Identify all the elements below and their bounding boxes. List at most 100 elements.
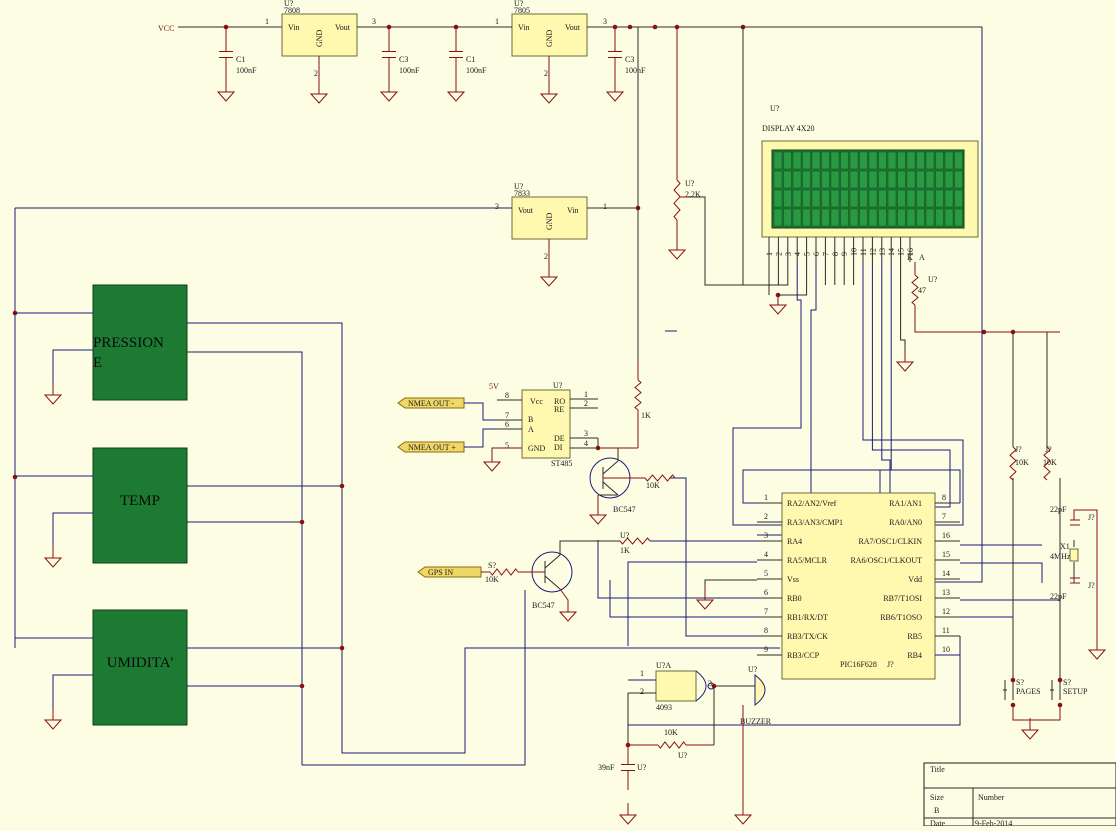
- pin-num: 6: [505, 420, 509, 429]
- resistor-1k: [634, 379, 642, 411]
- lcd-cell: [887, 151, 897, 170]
- ground-symbol: [895, 361, 915, 372]
- pic-pin-name: RA0/AN0: [889, 518, 922, 527]
- gate-ref: U?A: [656, 661, 671, 670]
- lcd-cell: [802, 151, 811, 170]
- vdd-wire: [935, 27, 983, 583]
- wire: [597, 540, 757, 599]
- sensor-bus: [187, 322, 780, 754]
- lcd-cell: [821, 208, 830, 227]
- lcd-cell: [906, 208, 916, 227]
- lcd-pin-number: 12: [868, 248, 877, 256]
- lcd-cell: [868, 189, 878, 208]
- res-ref: J?: [1015, 445, 1022, 454]
- xtal-cap-value: 22pF: [1050, 592, 1067, 601]
- res-value: 1K: [641, 411, 651, 420]
- res-ref: S?: [488, 561, 496, 570]
- pic-pin-number: 6: [764, 588, 768, 597]
- wire: [704, 579, 757, 590]
- pin-num: 2: [584, 399, 588, 408]
- reg-vin-label: Vin: [518, 23, 530, 32]
- st485-name: ST485: [551, 459, 572, 468]
- res-ref: U?: [678, 751, 688, 760]
- pic-pin-name: RA5/MCLR: [787, 556, 828, 565]
- wire: [464, 428, 497, 448]
- trimmer-value: 2.2K: [685, 190, 701, 199]
- lcd-wire: [680, 196, 789, 286]
- lcd-pin-number: 5: [803, 252, 812, 256]
- cap-ref: U?: [637, 763, 647, 772]
- ground-symbol: [733, 814, 753, 825]
- lcd-cell: [935, 208, 944, 227]
- buzzer-name: BUZZER: [740, 717, 772, 726]
- lcd-cell: [849, 189, 859, 208]
- sensor-label: E: [93, 355, 102, 371]
- reg-vout-label: Vout: [565, 23, 581, 32]
- reg-part: 7805: [514, 6, 530, 15]
- trimmer-ref: U?: [685, 179, 695, 188]
- pic16f628: [781, 492, 936, 680]
- pic-pin-name: RA7/OSC1/CLKIN: [858, 537, 922, 546]
- osc2: [960, 562, 1043, 583]
- pic-pin-name: RA2/AN2/Vref: [787, 499, 837, 508]
- st485-de: DE: [554, 434, 565, 443]
- crystal: [1069, 548, 1079, 562]
- reg-ref: U?: [514, 182, 524, 191]
- cap-ref: C3: [399, 55, 408, 64]
- pic-pin-number: 1: [764, 493, 768, 502]
- button-name: SETUP: [1063, 687, 1088, 696]
- button-ref: S?: [1063, 678, 1071, 687]
- lcd-cell: [773, 189, 783, 208]
- lcd-cell: [944, 189, 954, 208]
- pin-num: 3: [584, 429, 588, 438]
- ground-symbol: [43, 394, 63, 405]
- lcd-cell: [897, 189, 906, 208]
- lcd-pin-number: 16: [906, 248, 915, 256]
- st485-chip: [521, 389, 571, 459]
- pullup: [1043, 446, 1051, 481]
- wire: [559, 588, 569, 605]
- pin-num: 1: [495, 17, 499, 26]
- lcd-cell: [821, 170, 830, 189]
- pin-num: 3: [372, 17, 376, 26]
- lcd-cell: [887, 170, 897, 189]
- junction-dot: [339, 645, 345, 651]
- gate-shape: [695, 670, 707, 702]
- lcd-cell: [897, 151, 906, 170]
- ground-symbol: [216, 91, 236, 102]
- pic-pin-name: RA3/AN3/CMP1: [787, 518, 843, 527]
- lcd-cell: [878, 151, 887, 170]
- pic-pin-number: 12: [942, 607, 950, 616]
- pic-pin-number: 3: [764, 531, 768, 540]
- st485-ro: RO: [554, 397, 565, 406]
- pic-pin-number: 15: [942, 550, 950, 559]
- pic-pin-name: RA6/OSC1/CLKOUT: [850, 556, 922, 565]
- buzzer: [754, 673, 766, 707]
- junction-dot: [981, 329, 987, 335]
- lcd-cell: [916, 208, 925, 227]
- ground-symbol: [539, 93, 559, 104]
- res-value: 47: [918, 286, 926, 295]
- reg-part: 7808: [284, 6, 300, 15]
- lcd-cell: [897, 170, 906, 189]
- pic-pin-name: RB4: [907, 651, 922, 660]
- reg-ref: U?: [284, 0, 294, 8]
- pic-pin-number: 7: [764, 607, 768, 616]
- lcd-cell: [792, 170, 802, 189]
- lcd-cell: [878, 189, 887, 208]
- lcd-d4: [862, 262, 964, 526]
- lcd-cell: [916, 151, 925, 170]
- lcd-cell: [878, 208, 887, 227]
- pic-pin-name: RB3/TX/CK: [787, 632, 828, 641]
- wire: [1073, 509, 1098, 640]
- pin-num: 8: [505, 391, 509, 400]
- lcd-cell: [859, 151, 868, 170]
- lcd-cell: [802, 170, 811, 189]
- lcd-cell: [792, 151, 802, 170]
- reg-vin-label: Vin: [567, 206, 579, 215]
- ground-symbol: [539, 276, 559, 287]
- ground-symbol: [618, 814, 638, 825]
- pic-part: PIC16F628: [840, 660, 877, 669]
- ground-symbol: [43, 557, 63, 568]
